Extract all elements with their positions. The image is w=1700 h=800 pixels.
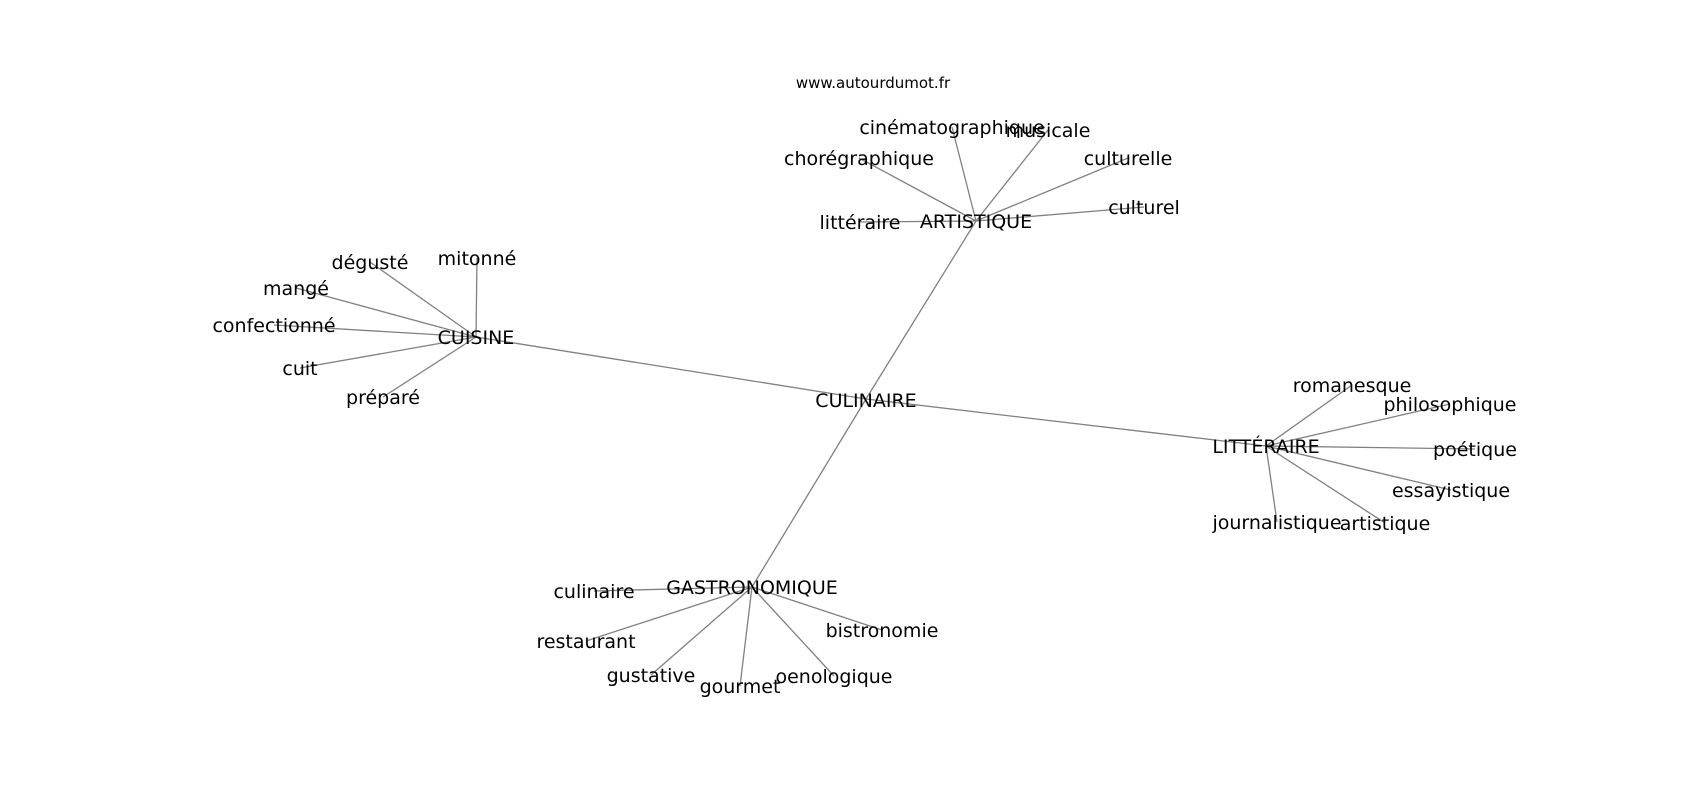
word-node[interactable]: culturel	[1108, 197, 1180, 219]
word-node[interactable]: musicale	[1006, 120, 1091, 142]
edge-gastronomique-word	[751, 586, 883, 631]
edge-center-cuisine	[475, 336, 867, 400]
word-node[interactable]: oenologique	[775, 666, 892, 688]
word-node[interactable]: cinématographique	[859, 117, 1044, 139]
edge-gastronomique-word	[585, 586, 753, 642]
edge-artistique-word	[859, 220, 977, 223]
hub-node-litteraire[interactable]: LITTÉRAIRE	[1212, 435, 1319, 458]
word-node[interactable]: culinaire	[553, 581, 634, 603]
edge-litteraire-word	[1265, 445, 1476, 450]
word-node[interactable]: poétique	[1433, 439, 1517, 461]
word-node[interactable]: chorégraphique	[784, 148, 934, 170]
edge-center-litteraire	[865, 398, 1267, 447]
word-node[interactable]: romanesque	[1293, 375, 1412, 397]
word-node[interactable]: bistronomie	[826, 620, 939, 642]
edge-artistique-word	[975, 157, 1129, 222]
word-node[interactable]: essayistique	[1392, 480, 1510, 502]
word-node[interactable]: restaurant	[536, 631, 635, 653]
word-node[interactable]: philosophique	[1384, 394, 1517, 416]
edge-artistique-word	[975, 129, 1049, 222]
edge-litteraire-word	[1265, 384, 1353, 447]
watermark-text: www.autourdumot.fr	[796, 74, 951, 92]
word-node[interactable]: littéraire	[820, 212, 901, 234]
hub-node-cuisine[interactable]: CUISINE	[438, 327, 515, 349]
edge-artistique-word	[951, 126, 977, 222]
word-node[interactable]: gourmet	[700, 676, 781, 698]
edge-artistique-word	[858, 157, 977, 222]
word-node[interactable]: artistique	[1340, 513, 1431, 535]
word-node[interactable]: préparé	[346, 387, 420, 409]
edge-litteraire-word	[1265, 445, 1386, 524]
word-node[interactable]: culturelle	[1084, 148, 1173, 170]
word-node[interactable]: cuit	[282, 358, 317, 380]
edge-litteraire-word	[1265, 445, 1452, 491]
edge-artistique-word	[975, 206, 1145, 222]
graph-edges	[273, 126, 1476, 687]
edge-litteraire-word	[1265, 445, 1278, 523]
word-node[interactable]: confectionné	[212, 315, 335, 337]
hub-node-artistique[interactable]: ARTISTIQUE	[920, 211, 1032, 233]
center-node-label[interactable]: CULINAIRE	[815, 390, 916, 412]
word-node[interactable]: mangé	[263, 278, 329, 300]
edge-cuisine-word	[475, 257, 478, 338]
edge-gastronomique-word	[593, 586, 753, 592]
edge-cuisine-word	[369, 261, 477, 338]
edge-center-artistique	[865, 220, 977, 400]
hub-node-gastronomique[interactable]: GASTRONOMIQUE	[666, 577, 838, 599]
edge-cuisine-word	[299, 336, 477, 369]
edge-cuisine-word	[382, 336, 477, 398]
edge-litteraire-word	[1265, 403, 1451, 447]
word-node[interactable]: journalistique	[1211, 512, 1341, 534]
edge-gastronomique-word	[739, 586, 753, 687]
word-node[interactable]: gustative	[607, 665, 696, 687]
edge-cuisine-word	[273, 324, 477, 338]
edge-center-gastronomique	[751, 398, 867, 588]
edge-gastronomique-word	[751, 586, 835, 677]
word-node[interactable]: mitonné	[438, 248, 517, 270]
edge-gastronomique-word	[650, 586, 753, 676]
edge-cuisine-word	[295, 287, 477, 338]
word-node[interactable]: dégusté	[332, 252, 409, 274]
